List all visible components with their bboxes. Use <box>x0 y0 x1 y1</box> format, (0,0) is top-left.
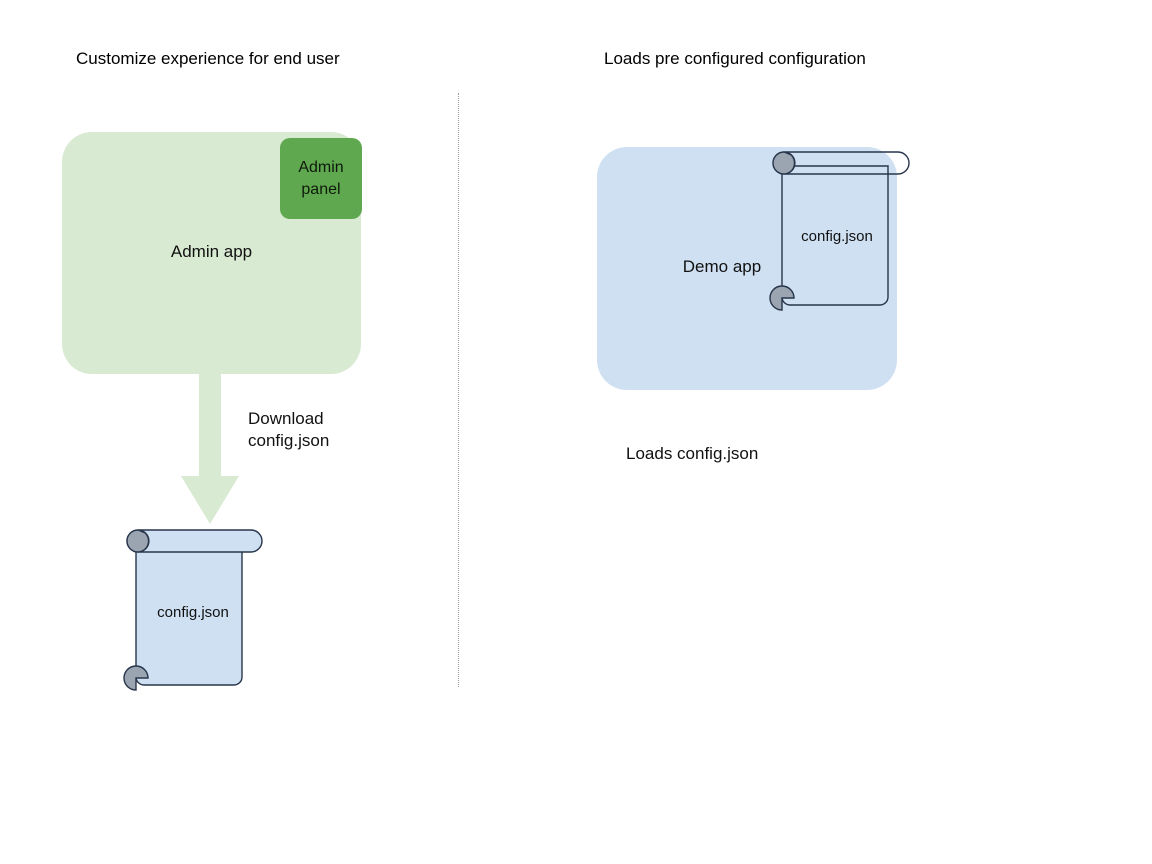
config-json-document-left[interactable] <box>118 528 268 692</box>
left-panel-title: Customize experience for end user <box>76 49 340 68</box>
demo-app-box[interactable]: Demo app <box>597 147 897 390</box>
admin-panel-badge-line2: panel <box>301 180 341 198</box>
config-json-document-left-label: config.json <box>157 604 229 621</box>
admin-panel-badge[interactable]: Admin panel <box>280 138 362 219</box>
download-arrow-label-line1: Download <box>248 409 324 428</box>
loads-config-caption: Loads config.json <box>626 444 759 463</box>
config-json-document-right-label: config.json <box>801 228 873 245</box>
admin-app-label: Admin app <box>170 242 253 261</box>
panel-divider <box>458 93 459 687</box>
download-arrow-label-line2: config.json <box>248 431 330 450</box>
admin-panel-badge-line1: Admin <box>298 158 344 176</box>
config-json-document-right[interactable] <box>768 150 916 312</box>
admin-panel-badge-label: Admin panel <box>298 157 343 201</box>
download-arrow-label: Download config.json <box>248 408 329 452</box>
admin-app-box[interactable]: Admin app Admin panel <box>62 132 362 374</box>
download-arrow-icon <box>181 372 239 524</box>
right-panel-title: Loads pre configured configuration <box>604 49 866 68</box>
demo-app-label: Demo app <box>682 257 762 276</box>
